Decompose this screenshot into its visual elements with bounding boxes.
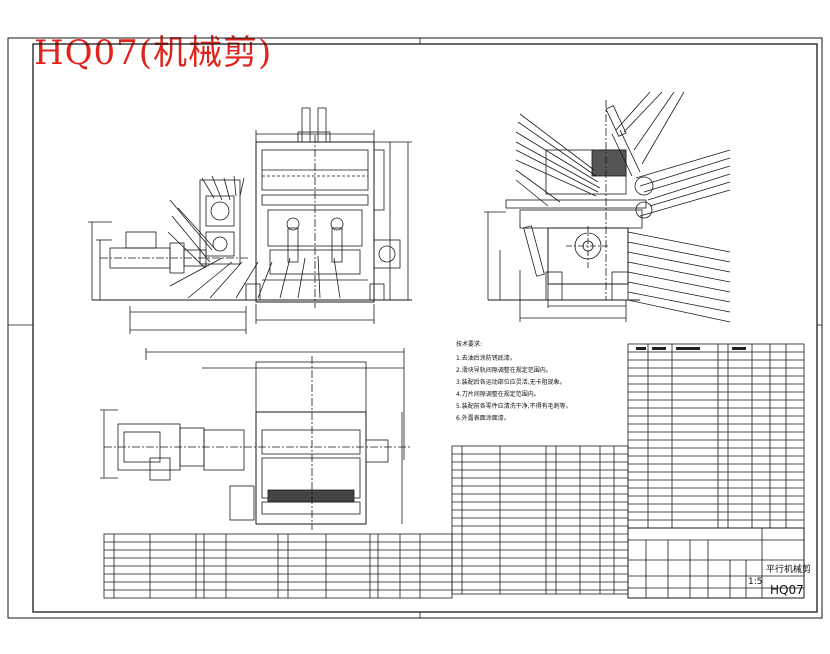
technical-notes-frame <box>452 338 622 440</box>
notes-heading: 技术要求: <box>456 340 482 348</box>
drawing-title: HQ07(机械剪) <box>34 33 273 73</box>
note-item: 1.去油后涂防锈底漆。 <box>456 354 516 362</box>
parts-list-middle <box>451 445 629 595</box>
parts-list-right <box>627 343 805 529</box>
drawing-scale: 1:5 <box>748 577 762 587</box>
drawing-number: HQ07 <box>770 583 804 597</box>
note-item: 3.装配后各运动部位应灵活,无卡阻现象。 <box>456 378 566 386</box>
note-item: 2.滑块导轨间隙调整在规定范围内。 <box>456 366 552 374</box>
note-item: 5.装配前各零件应清洗干净,不得有毛刺等。 <box>456 402 572 410</box>
note-item: 6.外露表面涂面漆。 <box>456 414 510 422</box>
sheet-border <box>7 37 823 619</box>
parts-list-lower-left <box>103 533 453 599</box>
title-block-frame <box>627 527 805 599</box>
top-view <box>100 348 410 530</box>
technical-notes: 技术要求: 1.去油后涂防锈底漆。 2.滑块导轨间隙调整在规定范围内。 3.装配… <box>456 340 572 422</box>
side-view <box>484 91 731 323</box>
front-view <box>88 107 412 334</box>
drawing-name: 平行机械剪 <box>766 563 811 575</box>
note-item: 4.刀片间隙调整在规定范围内。 <box>456 390 540 398</box>
